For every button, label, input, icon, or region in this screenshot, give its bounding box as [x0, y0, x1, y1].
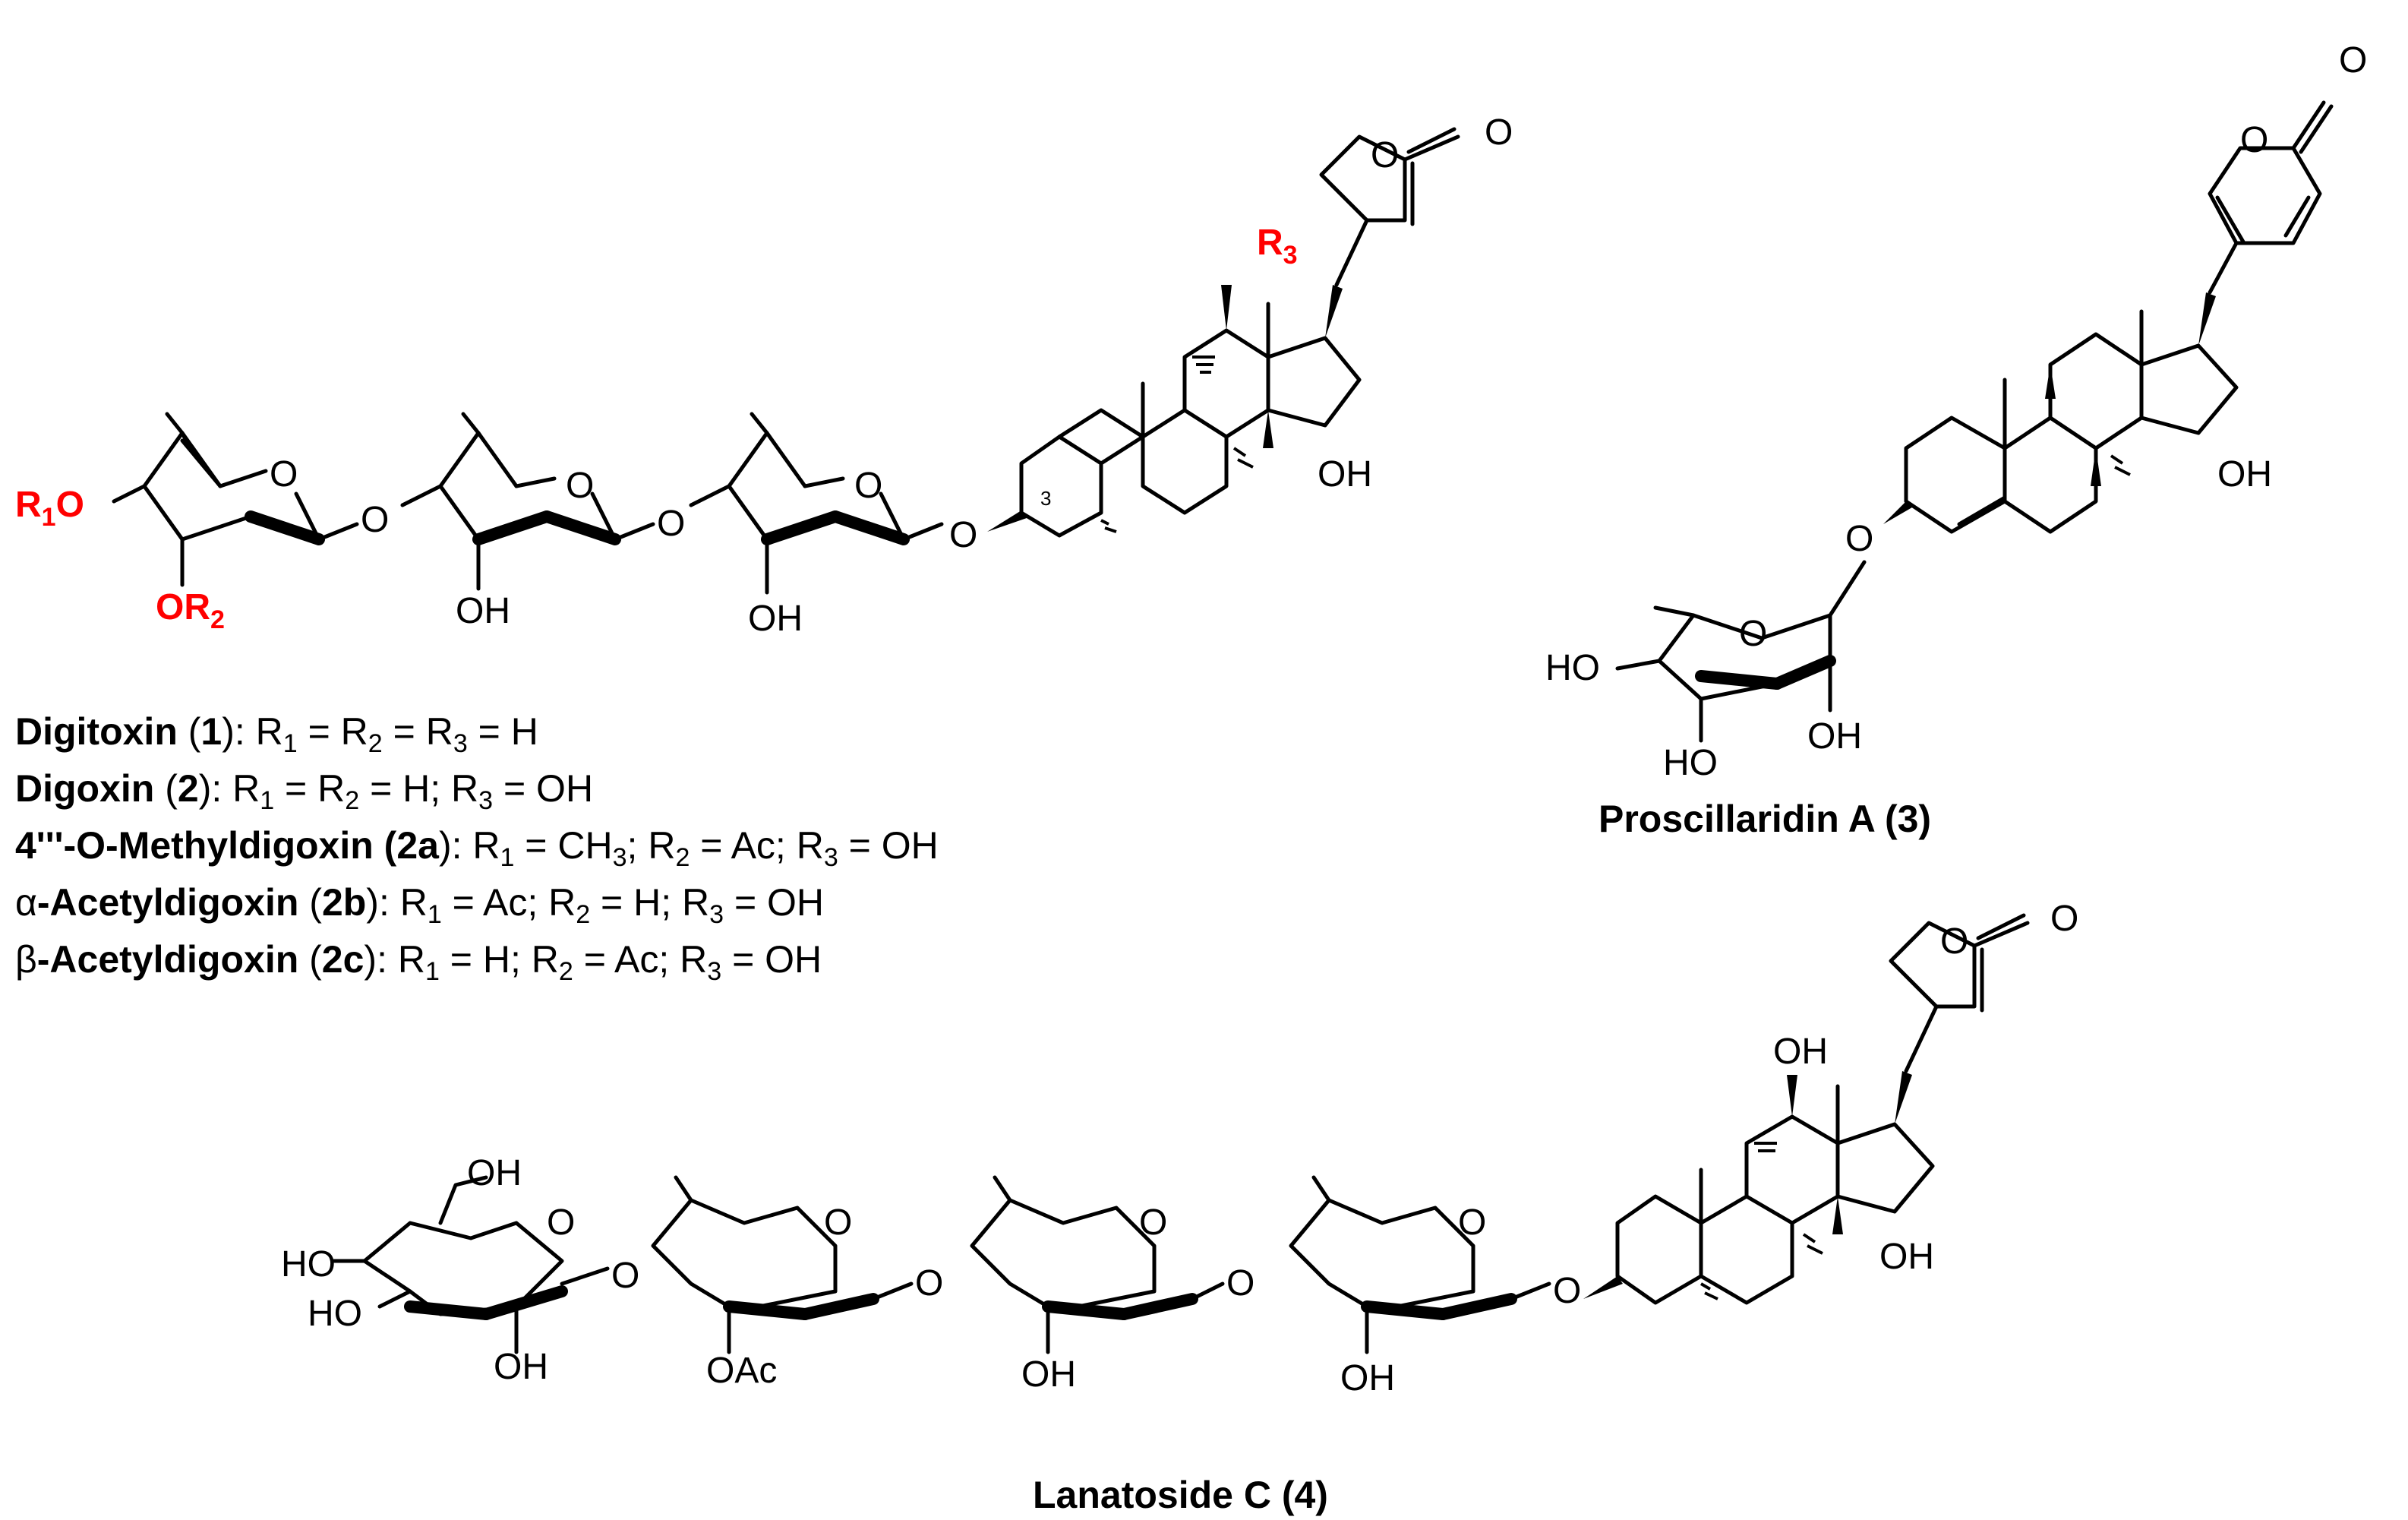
hydroxyl-sugar-c: OH: [1340, 1358, 1395, 1398]
r1o-label: R1O: [15, 485, 84, 532]
ring-oxygen-sugar-c: O: [1458, 1202, 1486, 1243]
hydroxyl-glucose-4: HO: [281, 1244, 336, 1285]
ring-oxygen-2: O: [566, 466, 594, 506]
glycosidic-oxygen-1: O: [361, 500, 389, 540]
glycosidic-oxygen-proscillaridin: O: [1845, 519, 1873, 559]
hydroxyl-rhamnose-2: OH: [1807, 716, 1862, 757]
digitoxin-structure: [112, 127, 1460, 595]
glycosidic-oxygen-sugar-b: O: [1226, 1263, 1254, 1304]
hydroxyl-rhamnose-4: HO: [1545, 648, 1600, 688]
pyranone-carbonyl-oxygen: O: [2339, 40, 2367, 81]
ring-oxygen-glucose: O: [547, 1202, 575, 1243]
or2-label: OR2: [156, 587, 225, 634]
glycosidic-oxygen-2: O: [657, 504, 685, 544]
ring-oxygen-sugar-a: O: [824, 1202, 852, 1243]
caption-methyldigoxin: 4'''-O-Methyldigoxin (2a): R1 = CH3; R2 …: [15, 824, 939, 872]
hydroxyl-c14: OH: [1318, 454, 1372, 495]
lactone-ring-oxygen-4: O: [1940, 921, 1968, 962]
caption-digitoxin: Digitoxin (1): R1 = R2 = R3 = H: [15, 710, 538, 758]
ring-oxygen-rhamnose: O: [1739, 614, 1767, 654]
hydroxyl-sugar-2: OH: [456, 591, 510, 631]
hydroxyl-glucose-2: OH: [494, 1347, 548, 1387]
lactone-ring-oxygen-1: O: [1371, 135, 1399, 175]
acetoxy-group: OAc: [706, 1351, 777, 1391]
hydroxyl-rhamnose-3: HO: [1663, 743, 1718, 783]
pyranone-ring-oxygen: O: [2240, 120, 2268, 160]
ring-oxygen-sugar-b: O: [1139, 1202, 1167, 1243]
glycosidic-oxygen-sugar-a: O: [915, 1263, 943, 1304]
hydroxyl-c14-lanatoside: OH: [1879, 1237, 1934, 1277]
ring-oxygen-1: O: [270, 454, 298, 495]
proscillaridin-structure: [1615, 100, 2334, 743]
caption-alpha-acetyldigoxin: α-Acetyldigoxin (2b): R1 = Ac; R2 = H; R…: [15, 881, 824, 929]
lactone-carbonyl-oxygen-4: O: [2050, 899, 2078, 939]
hydroxyl-glucose-6: OH: [467, 1153, 522, 1193]
lactone-carbonyl-oxygen-1: O: [1485, 112, 1513, 153]
glycosidic-oxygen-3: O: [949, 515, 977, 555]
hydroxyl-sugar-b: OH: [1021, 1354, 1076, 1395]
caption-proscillaridin: Proscillaridin A (3): [1598, 798, 1931, 840]
hydroxyl-c12-lanatoside: OH: [1773, 1032, 1828, 1072]
sugar-2: [400, 412, 655, 591]
glycosidic-oxygen-sugar-c: O: [1553, 1271, 1581, 1311]
sugar-3: [689, 412, 944, 595]
hydroxyl-sugar-3: OH: [748, 599, 803, 639]
glycosidic-oxygen-glucose: O: [611, 1256, 639, 1296]
ring-oxygen-3: O: [854, 466, 882, 506]
c3-locant: 3: [1040, 487, 1051, 510]
steroid-core: [1019, 285, 1362, 538]
r3-label: R3: [1257, 223, 1298, 270]
lanatoside-structure: [332, 913, 2030, 1354]
hydroxyl-glucose-3: HO: [308, 1294, 362, 1334]
caption-digoxin: Digoxin (2): R1 = R2 = H; R3 = OH: [15, 767, 593, 815]
caption-beta-acetyldigoxin: β-Acetyldigoxin (2c): R1 = H; R2 = Ac; R…: [15, 938, 822, 986]
butenolide-ring: [1319, 127, 1460, 287]
caption-lanatoside: Lanatoside C (4): [1033, 1474, 1328, 1516]
hydroxyl-c14-proscillaridin: OH: [2217, 454, 2272, 495]
sugar-1: [112, 412, 359, 587]
